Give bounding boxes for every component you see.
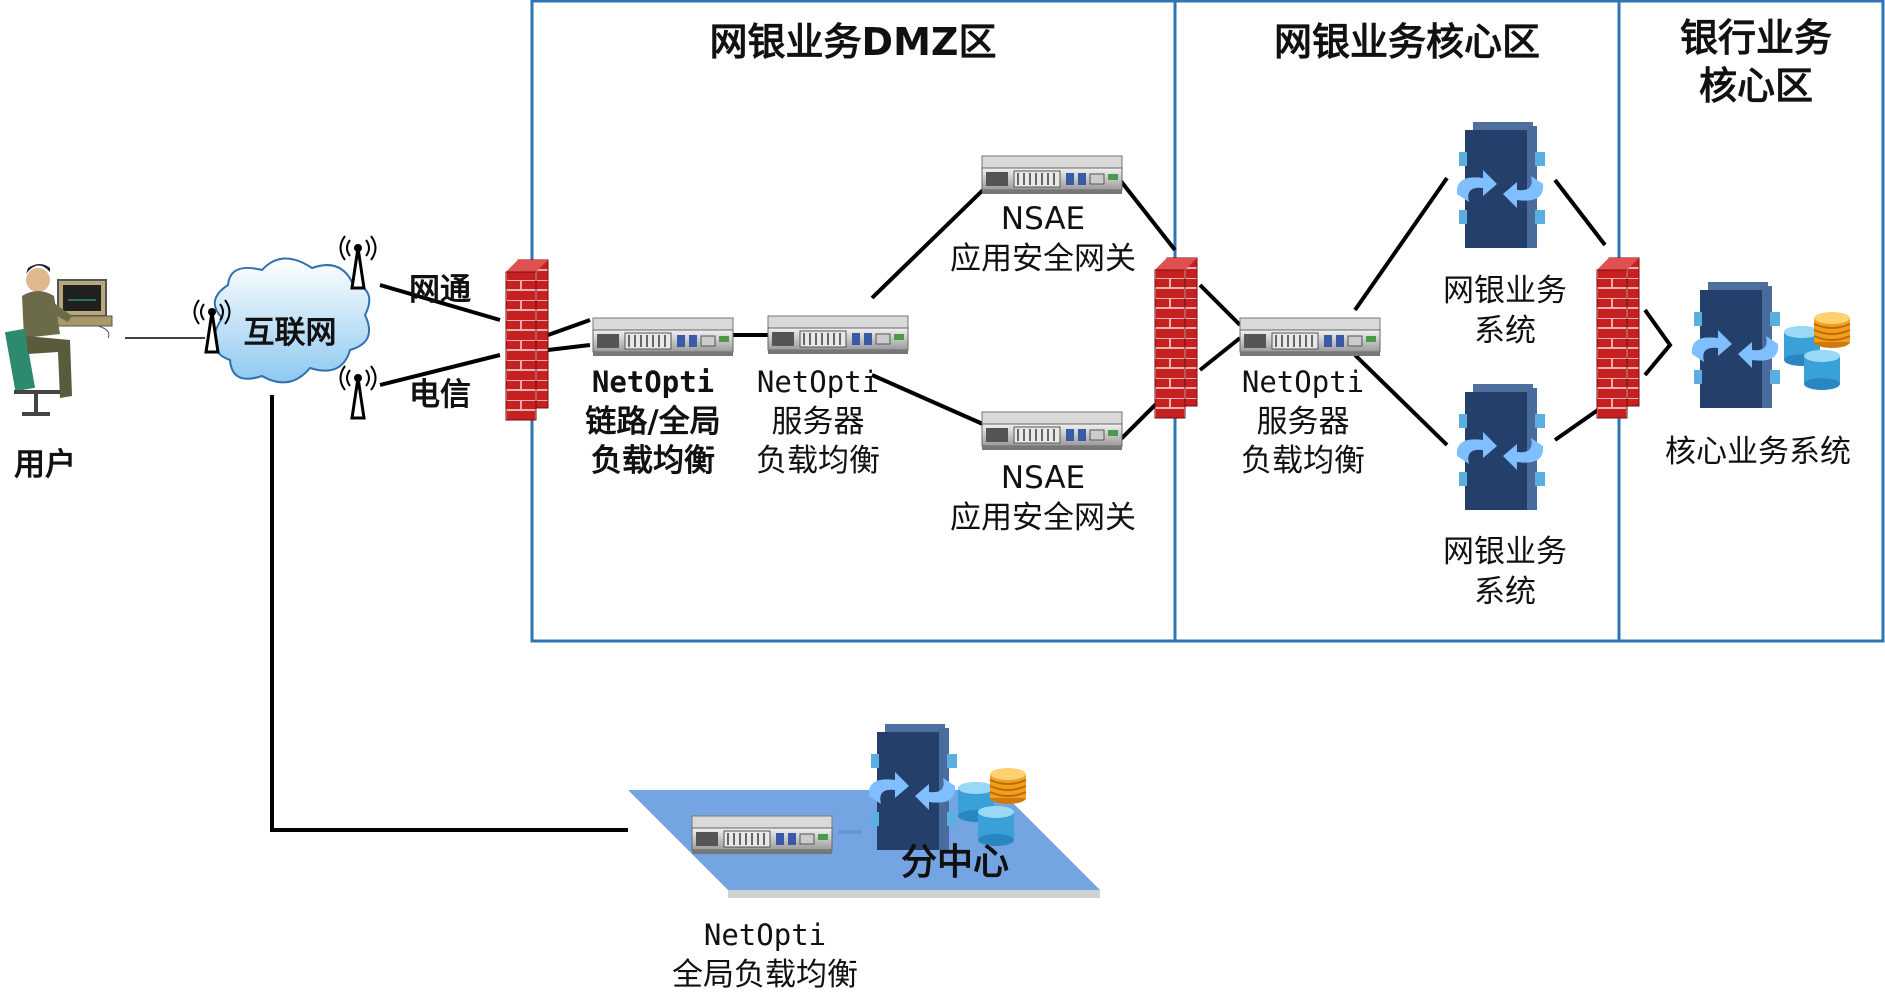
branch-center: 分中心	[628, 724, 1100, 898]
bank-zone-title-line2: 核心区	[1699, 64, 1813, 108]
server-load-balancer-core: NetOpti 服务器 负载均衡	[1239, 317, 1381, 479]
connections	[125, 176, 1673, 834]
nsae-top-line1: NSAE	[1001, 201, 1085, 237]
server-lb-dmz-line1: NetOpti	[757, 365, 879, 399]
ebank-top-line1: 网银业务	[1443, 273, 1567, 309]
ebank-bottom-line1: 网银业务	[1443, 534, 1567, 570]
nsae-bottom-line1: NSAE	[1001, 460, 1085, 496]
firewall-icon-dmz-edge	[505, 259, 549, 421]
link-lb-line3: 负载均衡	[591, 443, 715, 479]
appliance-icon	[981, 411, 1123, 451]
core-business-system: 核心业务系统	[1665, 282, 1851, 470]
core-system-label: 核心业务系统	[1665, 434, 1851, 470]
ebank-top-line2: 系统	[1474, 313, 1536, 349]
branch-label: 分中心	[901, 842, 1009, 883]
appliance-icon	[592, 317, 734, 357]
server-lb-core-line1: NetOpti	[1242, 365, 1364, 399]
link-lb-line1: NetOpti	[592, 365, 714, 399]
server-tower-icon	[868, 724, 957, 850]
server-tower-icon	[1456, 122, 1545, 248]
link-lb-line2: 链路/全局	[585, 404, 720, 440]
nsae-gateway-top: NSAE 应用安全网关	[950, 155, 1136, 277]
appliance-icon	[691, 815, 833, 855]
bank-core-zone: 银行业务 核心区	[1617, 0, 1885, 643]
server-tower-icon	[1456, 384, 1545, 510]
appliance-icon	[981, 155, 1123, 195]
nsae-bottom-line2: 应用安全网关	[950, 500, 1136, 536]
database-icon	[1804, 350, 1840, 390]
user: 用户	[4, 264, 113, 483]
ebank-system-bottom: 网银业务 系统	[1443, 384, 1567, 610]
link-load-balancer: NetOpti 链路/全局 负载均衡	[585, 317, 734, 479]
server-lb-dmz-line2: 服务器	[772, 404, 865, 440]
antenna-icon-telecom	[339, 364, 377, 420]
appliance-icon	[767, 315, 909, 355]
core-zone-title: 网银业务核心区	[1274, 20, 1540, 64]
internet-label: 互联网	[244, 315, 337, 351]
database-gold-icon	[989, 767, 1027, 805]
global-lb-line1: NetOpti	[704, 918, 826, 952]
server-lb-core-line2: 服务器	[1257, 404, 1350, 440]
netcom-label: 网通	[409, 272, 471, 308]
database-icon	[978, 806, 1014, 846]
dmz-zone: 网银业务DMZ区	[530, 0, 1177, 643]
appliance-icon	[1239, 317, 1381, 357]
bank-zone-title-line1: 银行业务	[1680, 16, 1832, 60]
user-label: 用户	[14, 447, 76, 483]
server-load-balancer-dmz: NetOpti 服务器 负载均衡	[756, 315, 909, 479]
nsae-top-line2: 应用安全网关	[950, 241, 1136, 277]
person-icon	[4, 264, 72, 416]
server-lb-core-line3: 负载均衡	[1241, 443, 1365, 479]
telecom-label: 电信	[409, 377, 471, 413]
ebank-system-top: 网银业务 系统	[1443, 122, 1567, 349]
server-tower-icon	[1691, 282, 1780, 408]
global-lb-line2: 全局负载均衡	[672, 957, 858, 993]
ebank-bottom-line2: 系统	[1474, 574, 1536, 610]
cloud-icon	[212, 257, 371, 384]
server-lb-dmz-line3: 负载均衡	[756, 443, 880, 479]
firewall-icon-bank-edge	[1596, 257, 1640, 419]
database-gold-icon	[1813, 311, 1851, 349]
firewall-icon-core-edge	[1154, 257, 1198, 419]
internet-cloud: 互联网	[212, 257, 371, 384]
dmz-zone-title: 网银业务DMZ区	[710, 20, 997, 64]
nsae-gateway-bottom: NSAE 应用安全网关	[950, 411, 1136, 536]
user-computer-icon	[53, 279, 113, 339]
